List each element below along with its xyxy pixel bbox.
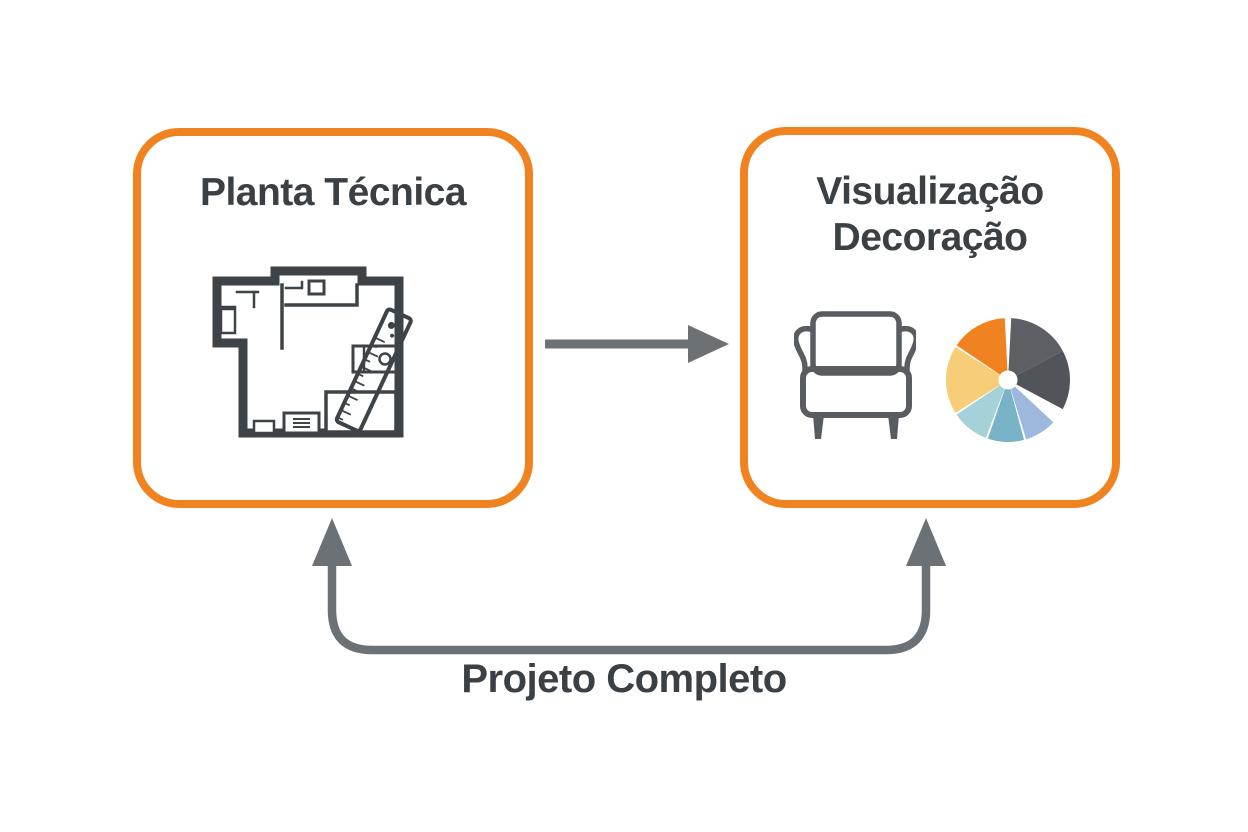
node-visualizacao-title: Visualização Decoração — [748, 169, 1112, 261]
pie-slice-dark-gray — [1008, 350, 1070, 410]
pie-center-hole — [998, 370, 1018, 390]
arrow-up-left-icon — [312, 518, 352, 566]
node-planta-title: Planta Técnica — [199, 171, 467, 214]
node-visualizacao-decoracao: Visualização Decoração — [740, 127, 1120, 508]
pie-slice-slate-blue — [1008, 380, 1054, 440]
ruler-icon — [334, 307, 413, 433]
armchair-icon — [794, 311, 916, 439]
pie-slice-sand — [946, 347, 1008, 413]
node-planta-tecnica: Planta Técnica — [133, 128, 533, 508]
pie-slice-teal-blue — [987, 380, 1025, 443]
bottom-label: Projeto Completo — [461, 657, 787, 701]
arrow-up-right-icon — [906, 518, 946, 566]
floorplan-icon — [212, 266, 413, 438]
pie-slice-charcoal — [1008, 318, 1063, 380]
pie-slice-aqua — [956, 380, 1008, 438]
node-visualizacao-title-line1: Visualização — [816, 170, 1044, 213]
palette-pie-icon — [946, 318, 1070, 443]
pie-slice-orange — [956, 318, 1008, 380]
return-loop-connector — [312, 518, 946, 655]
node-visualizacao-title-line2: Decoração — [832, 216, 1028, 259]
arrow-right-icon — [545, 325, 729, 363]
